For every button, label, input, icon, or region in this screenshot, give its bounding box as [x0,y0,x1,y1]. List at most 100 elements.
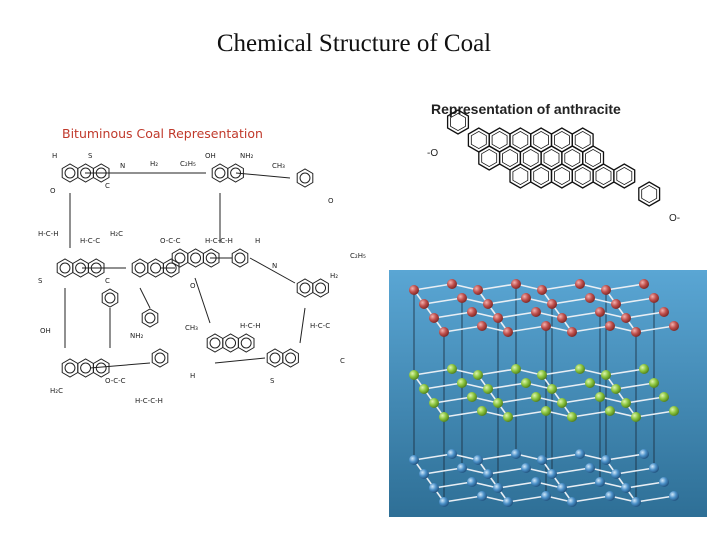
top-layer-atom [631,327,641,337]
atom-label: O-C-C [160,237,181,245]
bond-line [194,277,211,324]
lattice-bond [477,368,517,376]
middle-layer-atom [541,406,551,416]
aromatic-ring [141,308,159,328]
atom-label: H [52,152,57,160]
lattice-bond [561,481,601,489]
atom-label: H₂ [330,272,338,280]
aromatic-ring [206,333,224,353]
atom-label: OH [40,327,51,335]
aromatic-ring [61,358,79,378]
atom-label: NH₂ [240,152,254,160]
graphite-lattice-image [389,270,707,517]
anthracite-structure: Representation of anthracite -O O- [423,92,695,242]
aromatic-ring [151,348,169,368]
atom-label: CH₃ [185,324,198,332]
lattice-bond [507,325,547,333]
lattice-bond [571,325,611,333]
top-layer-atom [659,307,669,317]
aromatic-ring [296,168,314,188]
bottom-layer-atom [503,497,513,507]
atom-label: C [105,277,110,285]
bottom-layer-atom [541,491,551,501]
anthracite-left-group: -O [427,148,438,159]
middle-layer-atom [601,370,611,380]
lattice-bond [433,481,473,489]
bond-line [89,362,151,369]
atom-label: H [255,237,260,245]
bond-line [299,307,306,344]
anthracite-ring-inner [543,148,560,168]
lattice-bond [625,396,665,404]
middle-layer-atom [429,398,439,408]
lattice-bond [571,410,611,418]
lattice-bond [477,283,517,291]
atom-label: O [190,282,196,290]
lattice-bond [605,368,645,376]
lattice-bond [615,297,655,305]
middle-layer-atom [419,384,429,394]
bottom-layer-atom [467,477,477,487]
bottom-layer-atom [473,455,483,465]
bond-line [249,257,296,284]
lattice-bond [551,297,591,305]
anthracite-ring [638,181,661,207]
atom-label: C₂H₅ [180,160,196,168]
middle-layer-atom [493,398,503,408]
anthracite-ring-inner [481,148,498,168]
atom-label: H₂C [110,230,123,238]
atom-label: O [50,187,56,195]
bottom-layer-atom [493,483,503,493]
anthracite-ring-inner [641,184,658,204]
atom-label: S [88,152,93,160]
aromatic-ring [92,163,110,183]
bottom-layer-atom [595,477,605,487]
anthracite-title: Representation of anthracite [431,101,621,117]
lattice-bond [625,311,665,319]
lattice-bond [423,382,463,390]
middle-layer-atom [537,370,547,380]
lattice-bond [433,396,473,404]
bottom-layer-atom [621,483,631,493]
top-layer-atom [521,293,531,303]
lattice-bond [413,453,453,461]
atom-label: S [38,277,43,285]
bottom-layer-atom [649,463,659,473]
middle-layer-atom [473,370,483,380]
graphite-lattice-diagram [389,270,707,517]
anthracite-ring [446,109,470,135]
lattice-bond [551,467,591,475]
lattice-bond [423,467,463,475]
aromatic-ring-inner [285,352,297,364]
middle-layer-atom [567,412,577,422]
aromatic-ring [296,278,314,298]
lattice-bond [605,283,645,291]
atom-label: H-C-C-H [205,237,233,245]
aromatic-ring [56,258,74,278]
middle-layer-atom [605,406,615,416]
lattice-bond [571,495,611,503]
aromatic-ring-inner [59,262,71,274]
top-layer-atom [669,321,679,331]
lattice-bond [541,453,581,461]
aromatic-ring [162,258,180,278]
bottom-layer-atom [521,463,531,473]
aromatic-ring-inner [80,362,92,374]
aromatic-ring-inner [95,362,107,374]
top-layer-atom [649,293,659,303]
anthracite-ring-inner [595,166,612,186]
lattice-bond [507,495,547,503]
anthracite-ring-inner [553,130,570,150]
atom-label: H [190,372,195,380]
bottom-layer-atom [447,449,457,459]
anthracite-ring-inner [533,130,549,150]
aromatic-ring [87,258,105,278]
atom-label: C₂H₅ [350,252,366,260]
aromatic-ring [227,163,244,183]
lattice-bond [615,467,655,475]
bottom-layer-atom [511,449,521,459]
bottom-layer-atom [567,497,577,507]
aromatic-ring-inner [64,362,76,374]
atom-label: H-C-C [310,322,330,330]
lattice-bond [413,368,453,376]
